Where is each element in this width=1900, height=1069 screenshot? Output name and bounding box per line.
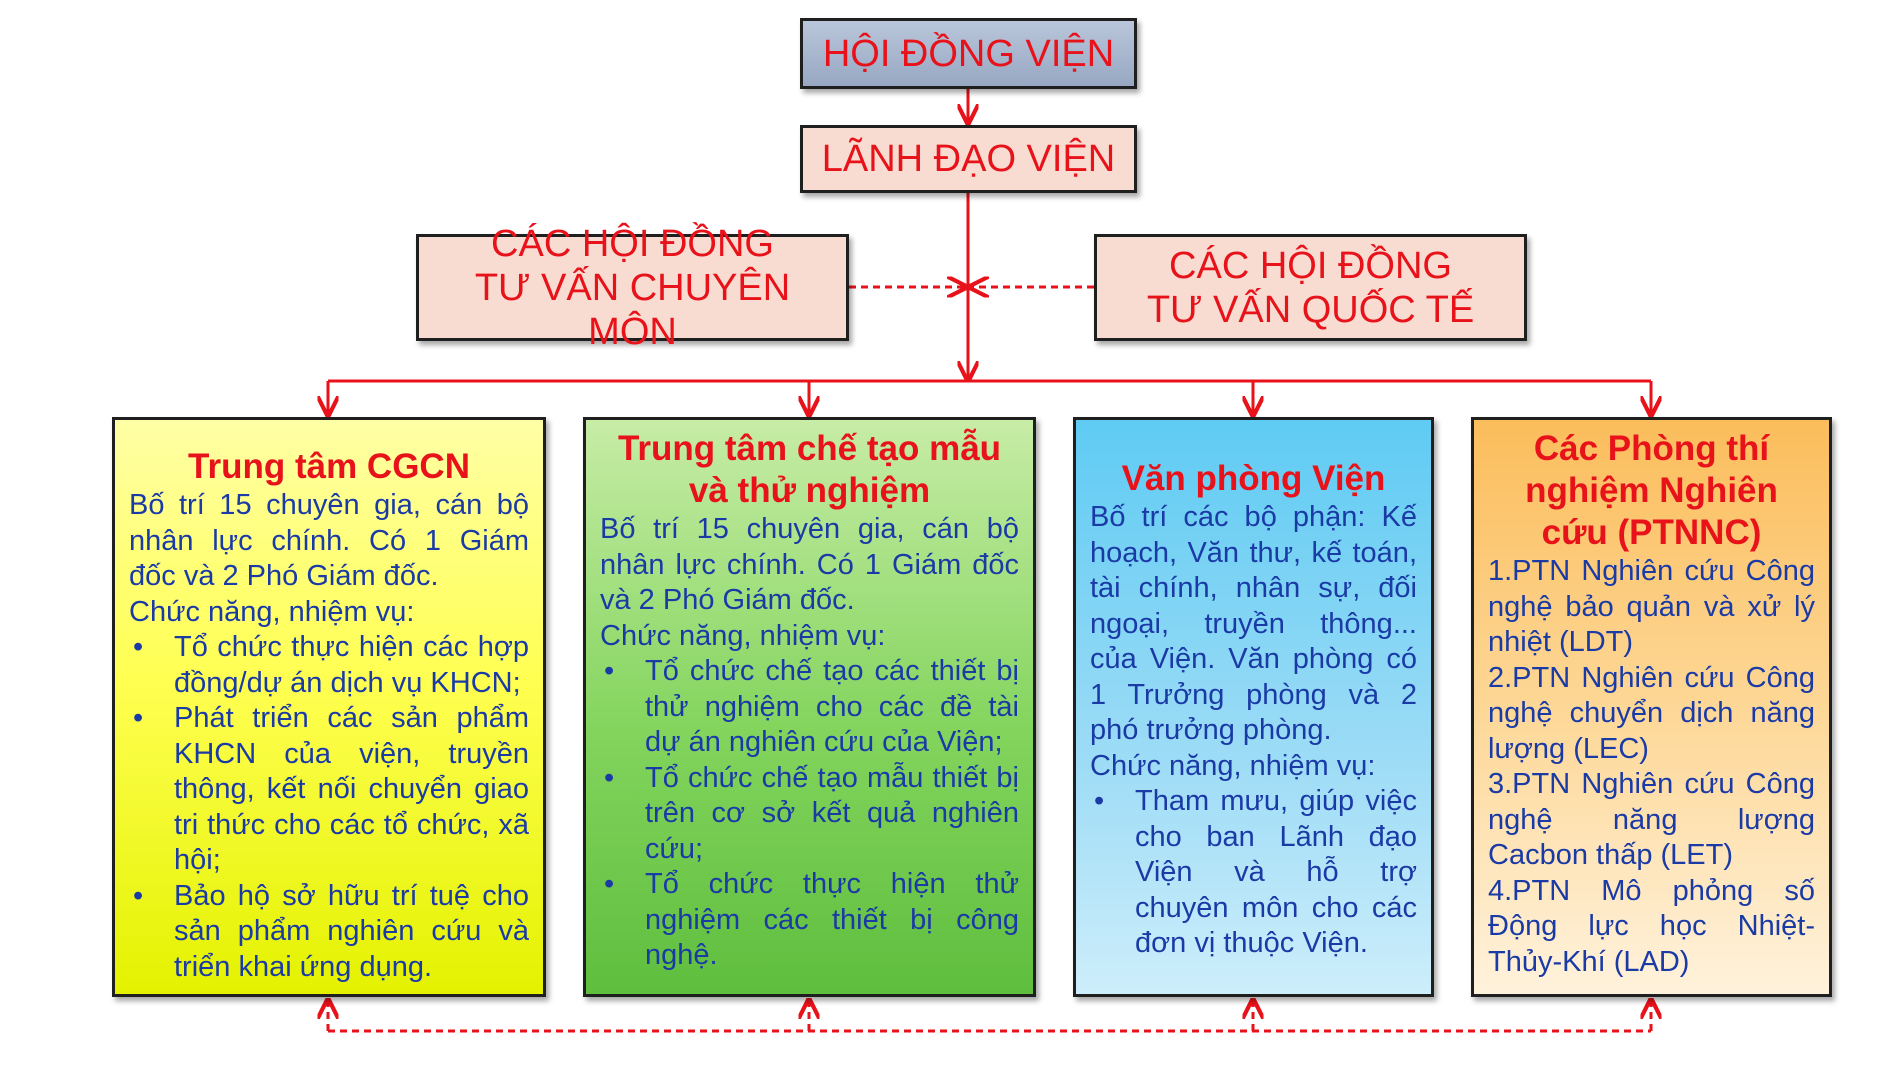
unit-bullet-list: • Tham mưu, giúp việc cho ban Lãnh đạo Vi… (1090, 784, 1417, 962)
unit-functions-label: Chức năng, nhiệm vụ: (600, 619, 886, 652)
unit-staff-text: Bố trí 15 chuyên gia, cán bộ nhân lực ch… (600, 513, 1019, 616)
list-item-text: Tham mưu, giúp việc cho ban Lãnh đạo Việ… (1135, 785, 1417, 959)
list-item-text: Tổ chức thực hiện thử nghiệm các thiết b… (645, 868, 1019, 971)
list-item-text: Phát triển các sản phẩm KHCN của viện, t… (174, 702, 529, 876)
list-item: • Tham mưu, giúp việc cho ban Lãnh đạo Vi… (1090, 784, 1417, 962)
bullet-icon: • (133, 702, 144, 734)
bullet-icon: • (1094, 785, 1105, 817)
lab-list: 1.PTN Nghiên cứu Công nghệ bảo quản và x… (1488, 554, 1815, 980)
unit-functions-label: Chức năng, nhiệm vụ: (1090, 749, 1376, 782)
bullet-icon: • (604, 655, 615, 687)
unit-staff-text: Bố trí các bộ phận: Kế hoạch, Văn thư, k… (1090, 501, 1417, 746)
list-item-text: Tổ chức chế tạo các thiết bị thử nghiệm … (645, 655, 1019, 758)
council-label: HỘI ĐỒNG VIỆN (822, 32, 1115, 75)
list-item: 1.PTN Nghiên cứu Công nghệ bảo quản và x… (1488, 555, 1815, 658)
international-advisory-box: CÁC HỘI ĐỒNG TƯ VẤN QUỐC TẾ (1094, 234, 1527, 341)
list-item: 2.PTN Nghiên cứu Công nghệ chuyển dịch n… (1488, 661, 1815, 765)
list-item-text: Tổ chức thực hiện các hợp đồng/dự án dịc… (174, 631, 529, 699)
unit-box-cgcn: Trung tâm CGCN Bố trí 15 chuyên gia, cán… (112, 417, 546, 997)
list-item: 4.PTN Mô phỏng số Động lực học Nhiệt-Thủ… (1488, 874, 1815, 978)
list-item: • Tổ chức chế tạo các thiết bị thử nghiệm… (600, 654, 1019, 761)
list-item: • Tổ chức thực hiện các hợp đồng/dự án dị… (129, 630, 529, 701)
international-advisory-label: CÁC HỘI ĐỒNG TƯ VẤN QUỐC TẾ (1146, 244, 1475, 331)
unit-title: Văn phòng Viện (1121, 459, 1386, 498)
unit-staff-text: Bố trí 15 chuyên gia, cán bộ nhân lực ch… (129, 489, 529, 592)
list-item-text: Tổ chức chế tạo mẫu thiết bị trên cơ sở … (645, 761, 1019, 865)
professional-advisory-box: CÁC HỘI ĐỒNG TƯ VẤN CHUYÊN MÔN (416, 223, 849, 353)
unit-title: Trung tâm chế tạo mẫu và thử nghiệm (617, 429, 1002, 510)
bullet-icon: • (604, 868, 615, 900)
unit-bullet-list: • Tổ chức thực hiện các hợp đồng/dự án dị… (129, 630, 529, 985)
unit-box-institute-office: Văn phòng Viện Bố trí các bộ phận: Kế ho… (1073, 417, 1434, 997)
bullet-icon: • (133, 631, 144, 663)
unit-title: Trung tâm CGCN (188, 447, 470, 486)
list-item: • Bảo hộ sở hữu trí tuệ cho sản phẩm nghi… (129, 879, 529, 986)
list-item: • Tổ chức chế tạo mẫu thiết bị trên cơ sở… (600, 761, 1019, 868)
list-item-text: Bảo hộ sở hữu trí tuệ cho sản phẩm nghiê… (174, 879, 529, 983)
unit-bullet-list: • Tổ chức chế tạo các thiết bị thử nghiệm… (600, 654, 1019, 974)
unit-box-prototype-center: Trung tâm chế tạo mẫu và thử nghiệm Bố t… (583, 417, 1036, 997)
leadership-box: LÃNH ĐẠO VIỆN (800, 125, 1137, 193)
professional-advisory-label: CÁC HỘI ĐỒNG TƯ VẤN CHUYÊN MÔN (474, 222, 791, 353)
unit-box-research-labs: Các Phòng thí nghiệm Nghiên cứu (PTNNC) … (1471, 417, 1832, 997)
unit-title: Các Phòng thí nghiệm Nghiên cứu (PTNNC) (1525, 429, 1778, 552)
list-item: • Phát triển các sản phẩm KHCN của viện, … (129, 701, 529, 879)
bullet-icon: • (133, 879, 144, 912)
list-item: • Tổ chức thực hiện thử nghiệm các thiết … (600, 867, 1019, 974)
unit-functions-label: Chức năng, nhiệm vụ: (129, 595, 415, 628)
leadership-label: LÃNH ĐẠO VIỆN (821, 138, 1116, 180)
bullet-icon: • (604, 761, 615, 794)
council-box: HỘI ĐỒNG VIỆN (800, 18, 1137, 89)
list-item: 3.PTN Nghiên cứu Công nghệ năng lượng Ca… (1488, 768, 1815, 871)
